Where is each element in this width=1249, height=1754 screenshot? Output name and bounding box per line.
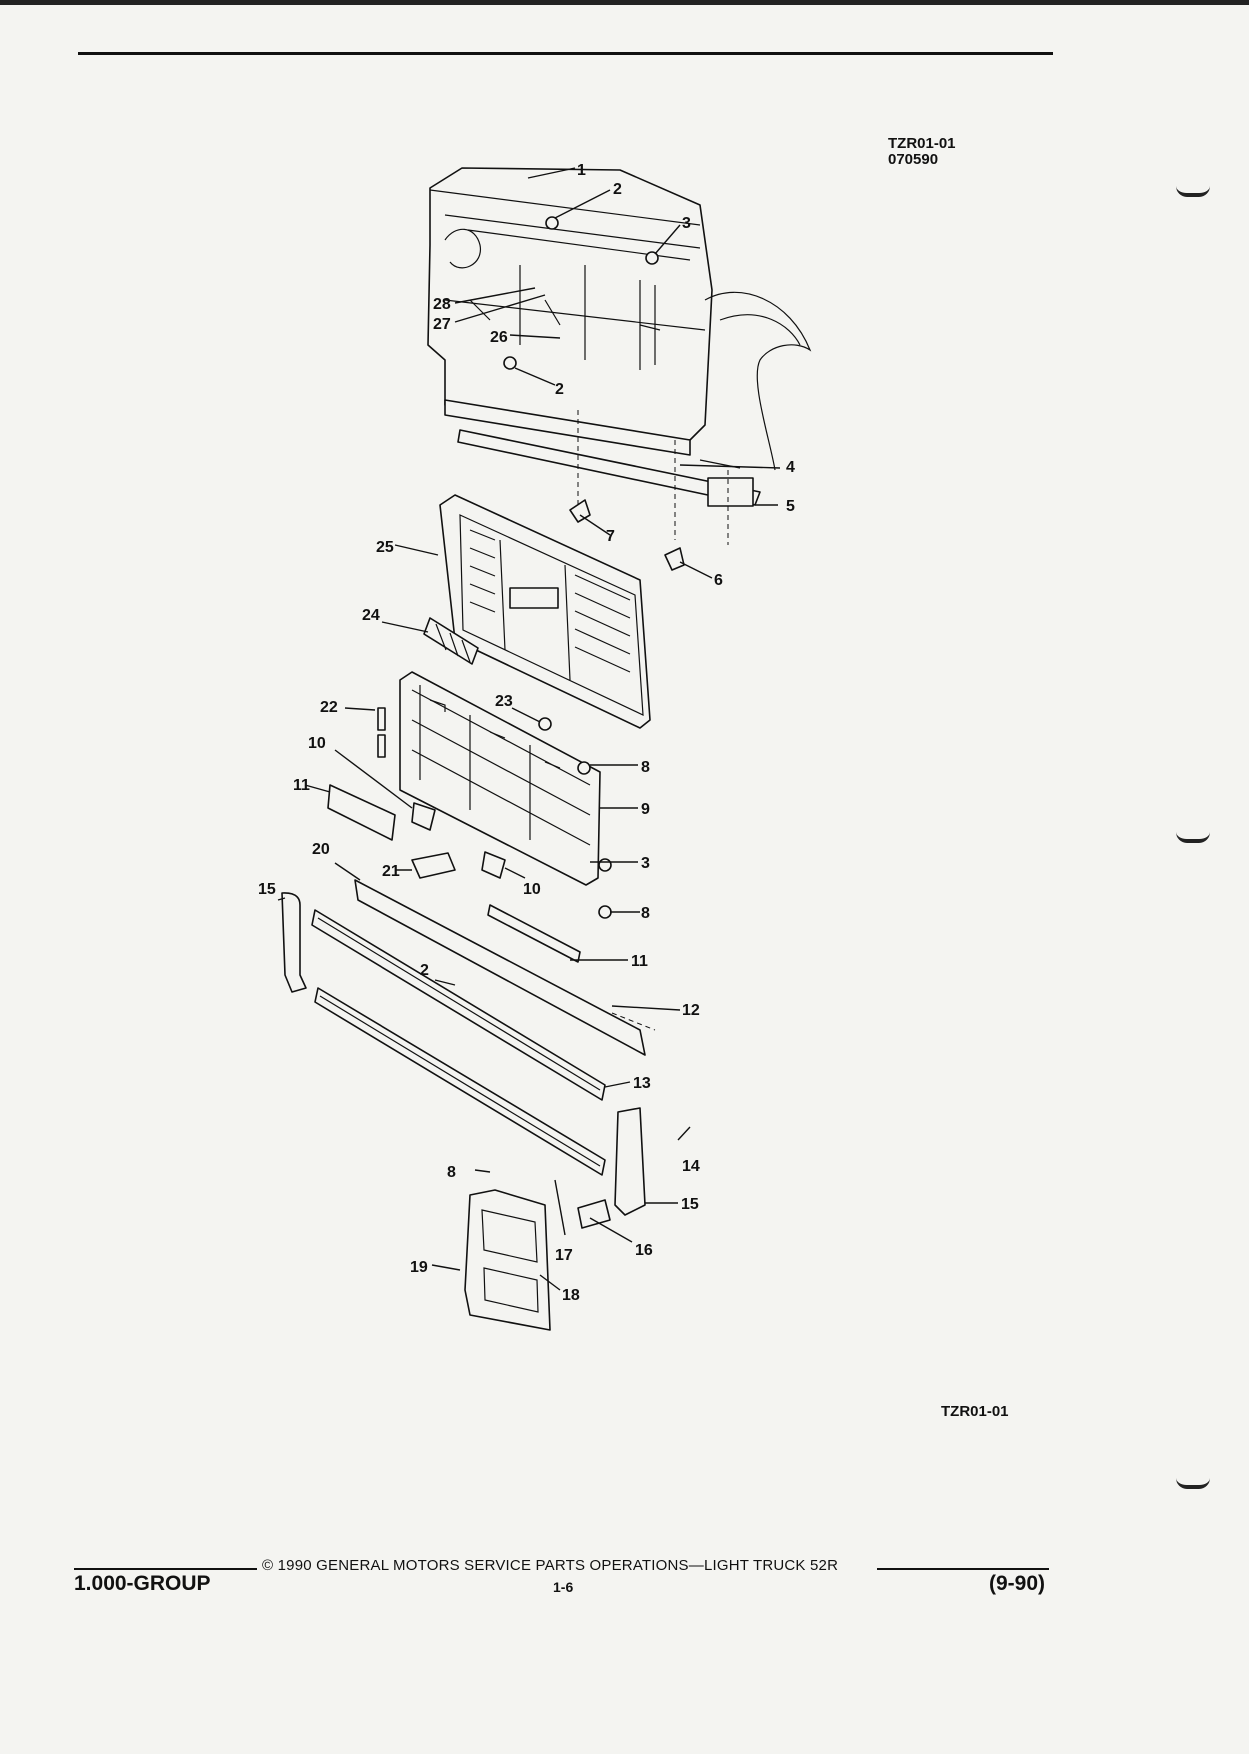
callout-20: 20	[312, 841, 330, 858]
footer-rule-left	[74, 1568, 257, 1570]
binder-punch-mark	[1176, 1478, 1210, 1489]
assembly-lines	[577, 410, 729, 1031]
callout-16: 16	[635, 1242, 653, 1259]
callout-numbers: 1 2 3 28 27 26 2 4 5 7 6 25 24 23 22 10 …	[258, 162, 795, 1304]
callout-27: 27	[433, 316, 451, 333]
grille-drawing	[439, 494, 651, 729]
binder-punch-mark	[1176, 832, 1210, 843]
callout-leader-lines	[277, 167, 781, 1291]
callout-17: 17	[555, 1247, 573, 1264]
binder-punch-mark	[1176, 186, 1210, 197]
ref-code-line-2: 070590	[888, 151, 939, 168]
callout-7: 7	[606, 528, 615, 545]
revision-date: (9-90)	[989, 1572, 1046, 1595]
callout-3: 3	[682, 215, 691, 232]
ref-code-line-1: TZR01-01	[888, 135, 956, 152]
callout-6: 6	[714, 572, 723, 589]
gmc-emblem-drawing	[423, 617, 479, 665]
callout-19: 19	[410, 1259, 428, 1276]
small-fastener-drawings	[327, 216, 685, 919]
callout-2: 2	[420, 962, 429, 979]
callout-28: 28	[433, 296, 451, 313]
group-number: 1.000-GROUP	[74, 1572, 211, 1595]
callout-5: 5	[786, 498, 795, 515]
callout-4: 4	[786, 459, 795, 476]
callout-12: 12	[682, 1002, 700, 1019]
callout-10: 10	[308, 735, 326, 752]
headlamp-parts-drawing	[281, 892, 646, 1331]
header-rule	[78, 52, 1053, 55]
callout-26: 26	[490, 329, 508, 346]
grille-panel-drawing	[399, 671, 601, 886]
callout-18: 18	[562, 1287, 580, 1304]
scan-top-edge	[0, 0, 1249, 5]
callout-25: 25	[376, 539, 394, 556]
callout-2: 2	[555, 381, 564, 398]
callout-11: 11	[293, 777, 310, 794]
callout-14: 14	[682, 1158, 700, 1175]
callout-15: 15	[258, 881, 276, 898]
callout-13: 13	[633, 1075, 651, 1092]
callout-11: 11	[631, 953, 648, 970]
callout-8: 8	[641, 905, 650, 922]
callout-10: 10	[523, 881, 541, 898]
callout-8: 8	[447, 1164, 456, 1181]
callout-8: 8	[641, 759, 650, 776]
figure-reference-code: TZR01-01 070590	[888, 136, 956, 168]
callout-2: 2	[613, 181, 622, 198]
callout-21: 21	[382, 863, 400, 880]
callout-22: 22	[320, 699, 338, 716]
callout-9: 9	[641, 801, 650, 818]
grille-moldings-drawing	[311, 879, 646, 1176]
callout-15: 15	[681, 1196, 699, 1213]
callout-23: 23	[495, 693, 513, 710]
page-number: 1-6	[553, 1579, 574, 1595]
footer-rule-right	[877, 1568, 1049, 1570]
figure-reference-bottom: TZR01-01	[941, 1403, 1009, 1420]
callout-24: 24	[362, 607, 380, 624]
callout-3: 3	[641, 855, 650, 872]
callout-1: 1	[577, 162, 586, 179]
copyright-notice: © 1990 GENERAL MOTORS SERVICE PARTS OPER…	[262, 1557, 839, 1574]
radiator-support-drawing	[427, 167, 812, 507]
